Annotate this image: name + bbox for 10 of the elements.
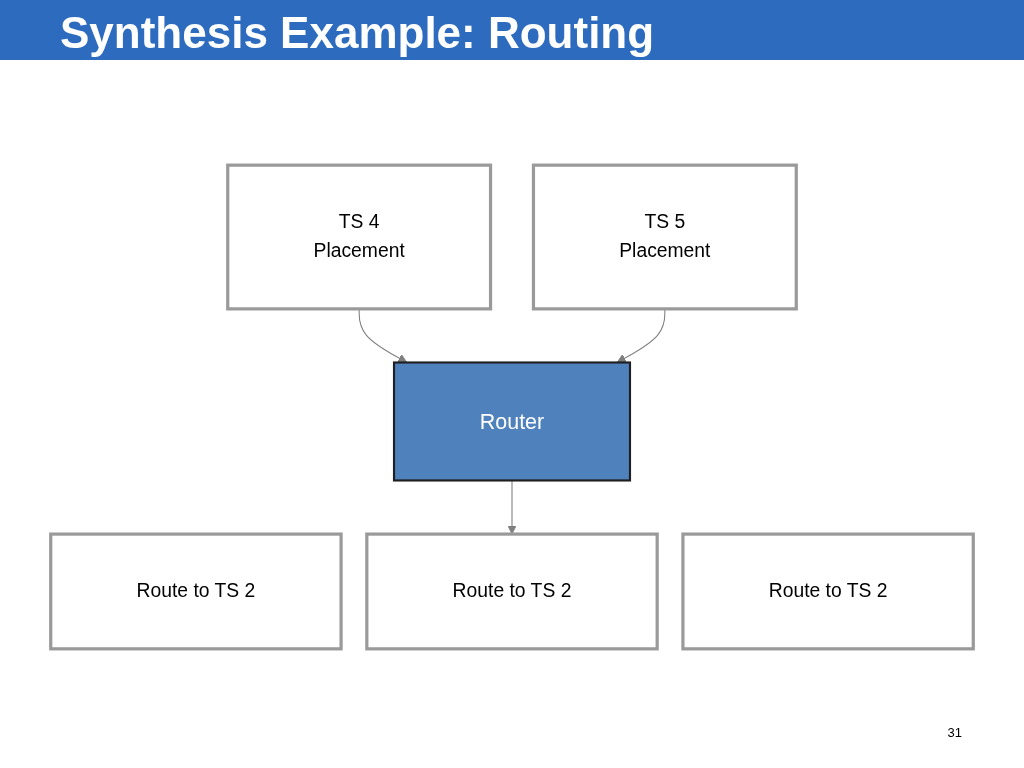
arrow [358,308,408,363]
slide-title: Synthesis Example: Routing [0,0,1024,60]
node-box: TS 5 Placement [531,163,798,311]
page-number: 31 [947,725,962,740]
node-box: Router [392,361,632,482]
arrow [616,308,666,363]
node-box: Route to TS 2 [365,532,659,651]
node-box: Route to TS 2 [681,532,975,651]
node-box: Route to TS 2 [49,532,343,651]
node-box: TS 4 Placement [226,163,493,311]
